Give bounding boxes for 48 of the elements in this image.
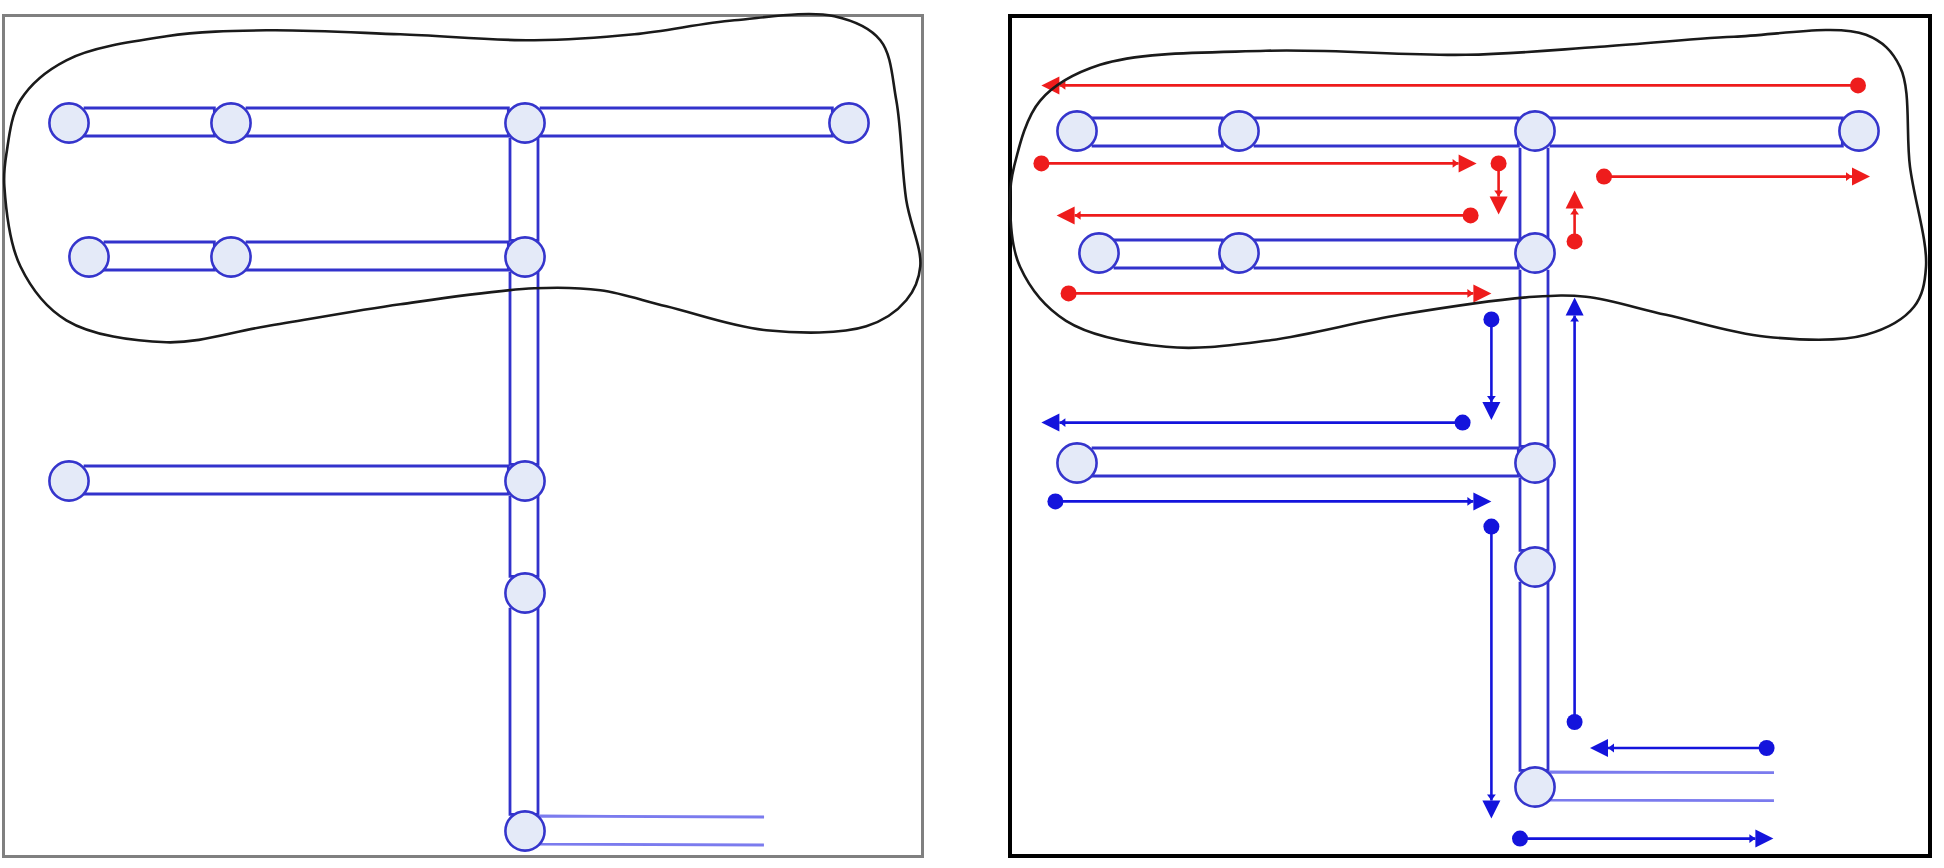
- pipe: [102, 240, 216, 272]
- pipe: [244, 106, 510, 138]
- pipe: [508, 494, 540, 578]
- junction-circle: [1513, 765, 1555, 807]
- junction-circle: [1055, 110, 1097, 153]
- junction-circle: [503, 101, 545, 143]
- junction-circle: [1513, 441, 1555, 483]
- junction-circle: [503, 571, 545, 613]
- pipe: [1252, 238, 1520, 270]
- pipe: [244, 240, 510, 272]
- junction-circle: [503, 809, 545, 851]
- pipe: [82, 464, 510, 496]
- pipe: [1252, 116, 1520, 148]
- junction-circle: [1217, 232, 1259, 275]
- pipe: [1090, 446, 1520, 478]
- pipe: [1548, 770, 1776, 802]
- junction-circle: [503, 459, 545, 501]
- pipe: [1518, 476, 1550, 552]
- junction-circle: [47, 101, 89, 143]
- pipe: [508, 606, 540, 816]
- pipe: [1090, 116, 1224, 148]
- panel-frame: [1008, 14, 1932, 858]
- junction-circle: [67, 235, 109, 277]
- pipe: [1548, 116, 1844, 148]
- pipe: [1518, 268, 1550, 448]
- pipe: [538, 106, 834, 138]
- pipe: [508, 136, 540, 242]
- pipe: [82, 106, 216, 138]
- pipe: [538, 814, 766, 847]
- junction-circle: [1217, 110, 1259, 153]
- junction-circle: [209, 235, 251, 277]
- cloud-outline: [1, 11, 923, 345]
- junction-circle: [1513, 110, 1555, 153]
- junction-circle: [1077, 232, 1119, 275]
- pipe: [1518, 580, 1550, 772]
- junction-circle: [209, 101, 251, 143]
- junction-circle: [827, 101, 869, 143]
- panel-frame: [2, 14, 924, 858]
- junction-circle: [503, 235, 545, 277]
- junction-circle: [47, 459, 89, 501]
- pipe: [508, 270, 540, 466]
- junction-circle: [1837, 110, 1879, 153]
- pipe: [1112, 238, 1224, 270]
- junction-circle: [1513, 232, 1555, 275]
- pipe: [1518, 146, 1550, 240]
- junction-circle: [1055, 441, 1097, 483]
- cloud-outline: [1008, 27, 1929, 350]
- junction-circle: [1513, 545, 1555, 587]
